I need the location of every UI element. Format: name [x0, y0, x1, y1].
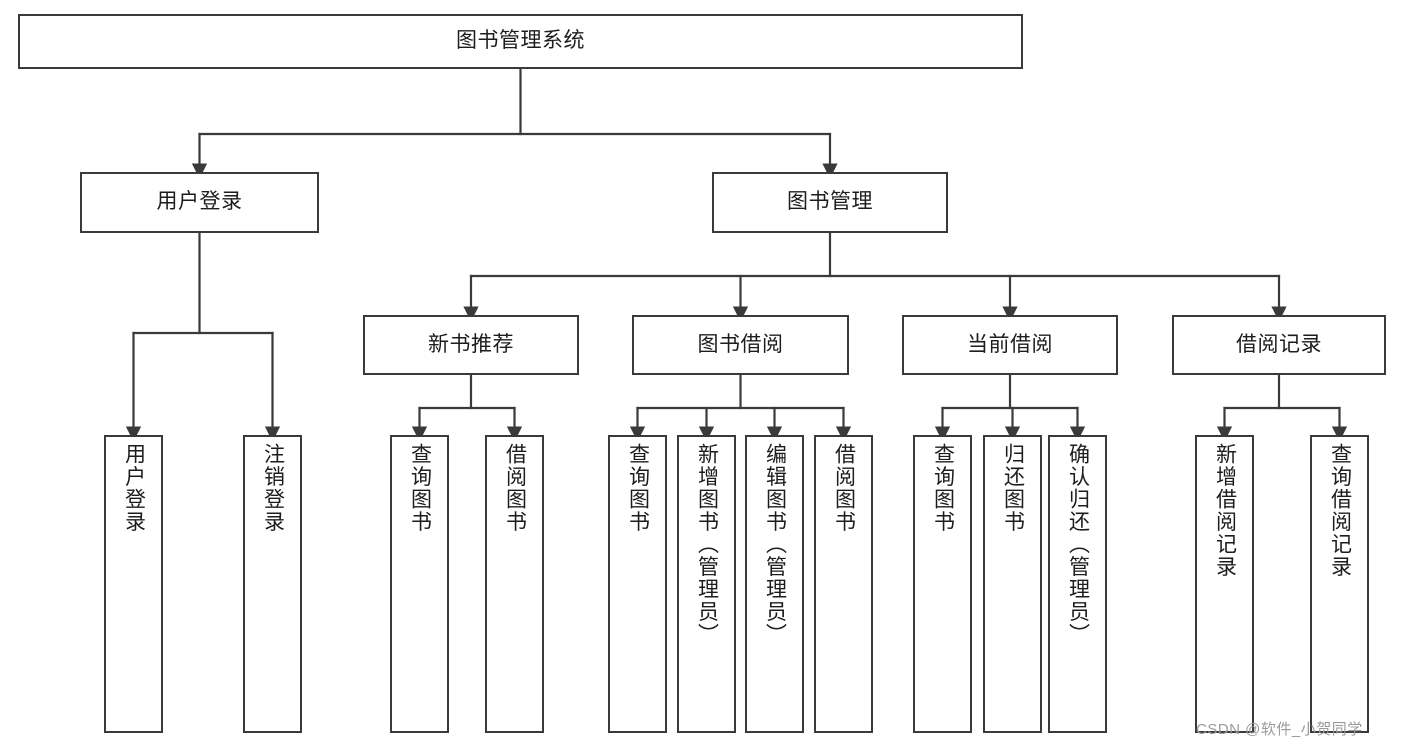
node-book-manage[interactable]: 图书管理 — [712, 172, 948, 233]
node-label: 新增借阅记录 — [1213, 443, 1237, 578]
node-label: 用户登录 — [156, 190, 243, 214]
node-user-login[interactable]: 用户登录 — [80, 172, 319, 233]
node-leaf-query-book-borrow[interactable]: 查询图书 — [608, 435, 667, 733]
node-leaf-user-login[interactable]: 用户登录 — [104, 435, 163, 733]
node-label: 当前借阅 — [967, 332, 1053, 356]
node-label: 图书借阅 — [697, 332, 784, 356]
node-label: 用户登录 — [122, 443, 146, 533]
node-leaf-borrow-book[interactable]: 借阅图书 — [814, 435, 873, 733]
node-root-root[interactable]: 图书管理系统 — [18, 14, 1023, 69]
node-label: 注销登录 — [261, 443, 285, 533]
node-label: 借阅记录 — [1236, 332, 1322, 356]
node-label: 查询图书 — [408, 443, 432, 533]
csdn-watermark: CSDN @软件_小贺同学 — [1196, 721, 1363, 738]
node-leaf-query-book-cur[interactable]: 查询图书 — [913, 435, 972, 733]
node-leaf-borrow-book-rec[interactable]: 借阅图书 — [485, 435, 544, 733]
node-leaf-query-record[interactable]: 查询借阅记录 — [1310, 435, 1369, 733]
node-label: 借阅图书 — [503, 443, 527, 533]
node-leaf-query-book-rec[interactable]: 查询图书 — [390, 435, 449, 733]
node-label: 借阅图书 — [832, 443, 856, 533]
node-label: 查询图书 — [931, 443, 955, 533]
node-leaf-add-record[interactable]: 新增借阅记录 — [1195, 435, 1254, 733]
node-label: 图书管理 — [787, 190, 873, 214]
node-label: 新书推荐 — [428, 332, 514, 356]
node-label: 新增图书（管理员） — [695, 443, 719, 646]
node-book-borrow[interactable]: 图书借阅 — [632, 315, 849, 375]
node-borrow-record[interactable]: 借阅记录 — [1172, 315, 1386, 375]
node-leaf-confirm-return[interactable]: 确认归还（管理员） — [1048, 435, 1107, 733]
node-current-borrow[interactable]: 当前借阅 — [902, 315, 1118, 375]
node-label: 编辑图书（管理员） — [763, 443, 787, 646]
node-label: 图书管理系统 — [456, 29, 585, 53]
node-leaf-edit-book[interactable]: 编辑图书（管理员） — [745, 435, 804, 733]
node-leaf-logout-login[interactable]: 注销登录 — [243, 435, 302, 733]
node-label: 确认归还（管理员） — [1066, 443, 1090, 646]
node-label: 查询图书 — [626, 443, 650, 533]
node-label: 归还图书 — [1001, 443, 1025, 533]
node-new-book-rec[interactable]: 新书推荐 — [363, 315, 579, 375]
node-leaf-return-book[interactable]: 归还图书 — [983, 435, 1042, 733]
node-leaf-add-book[interactable]: 新增图书（管理员） — [677, 435, 736, 733]
node-label: 查询借阅记录 — [1328, 443, 1352, 578]
